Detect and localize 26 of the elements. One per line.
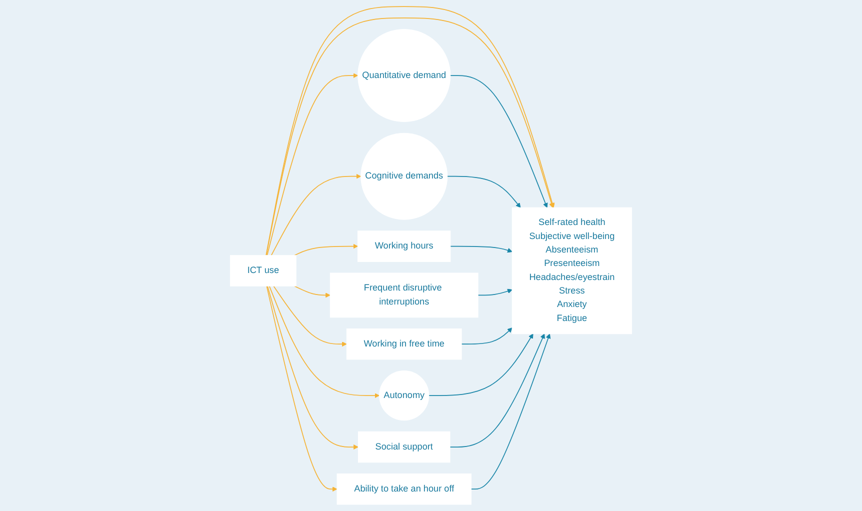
arrow xyxy=(266,73,358,256)
node-box: Self-rated health Subjective well-being Absenteeism Presenteeism Headaches/eyestrain Stress Anxiety Fatigue xyxy=(512,207,632,334)
node-box: Working in free time xyxy=(346,328,462,360)
node-circle: Quantitative demand xyxy=(358,29,451,122)
node-circle: Autonomy xyxy=(379,370,430,421)
node-box: Ability to take an hour off xyxy=(336,473,472,505)
arrow xyxy=(428,334,534,396)
node-box: Working hours xyxy=(358,230,451,262)
arrow xyxy=(267,286,358,450)
node-box: ICT use xyxy=(230,255,296,286)
arrow xyxy=(266,286,338,492)
arrow xyxy=(273,286,347,347)
arrow xyxy=(446,176,521,208)
arrow xyxy=(450,75,548,208)
arrow xyxy=(294,244,358,256)
node-box: Frequent disruptive interruptions xyxy=(330,272,478,318)
arrow xyxy=(450,246,512,253)
arrow xyxy=(478,288,512,296)
arrow xyxy=(461,328,512,344)
arrow xyxy=(270,174,362,256)
arrow xyxy=(294,286,330,298)
arrow xyxy=(450,334,545,448)
node-box: Social support xyxy=(358,431,450,463)
arrow xyxy=(268,286,380,398)
arrow xyxy=(470,334,551,490)
node-circle: Cognitive demands xyxy=(360,132,448,220)
